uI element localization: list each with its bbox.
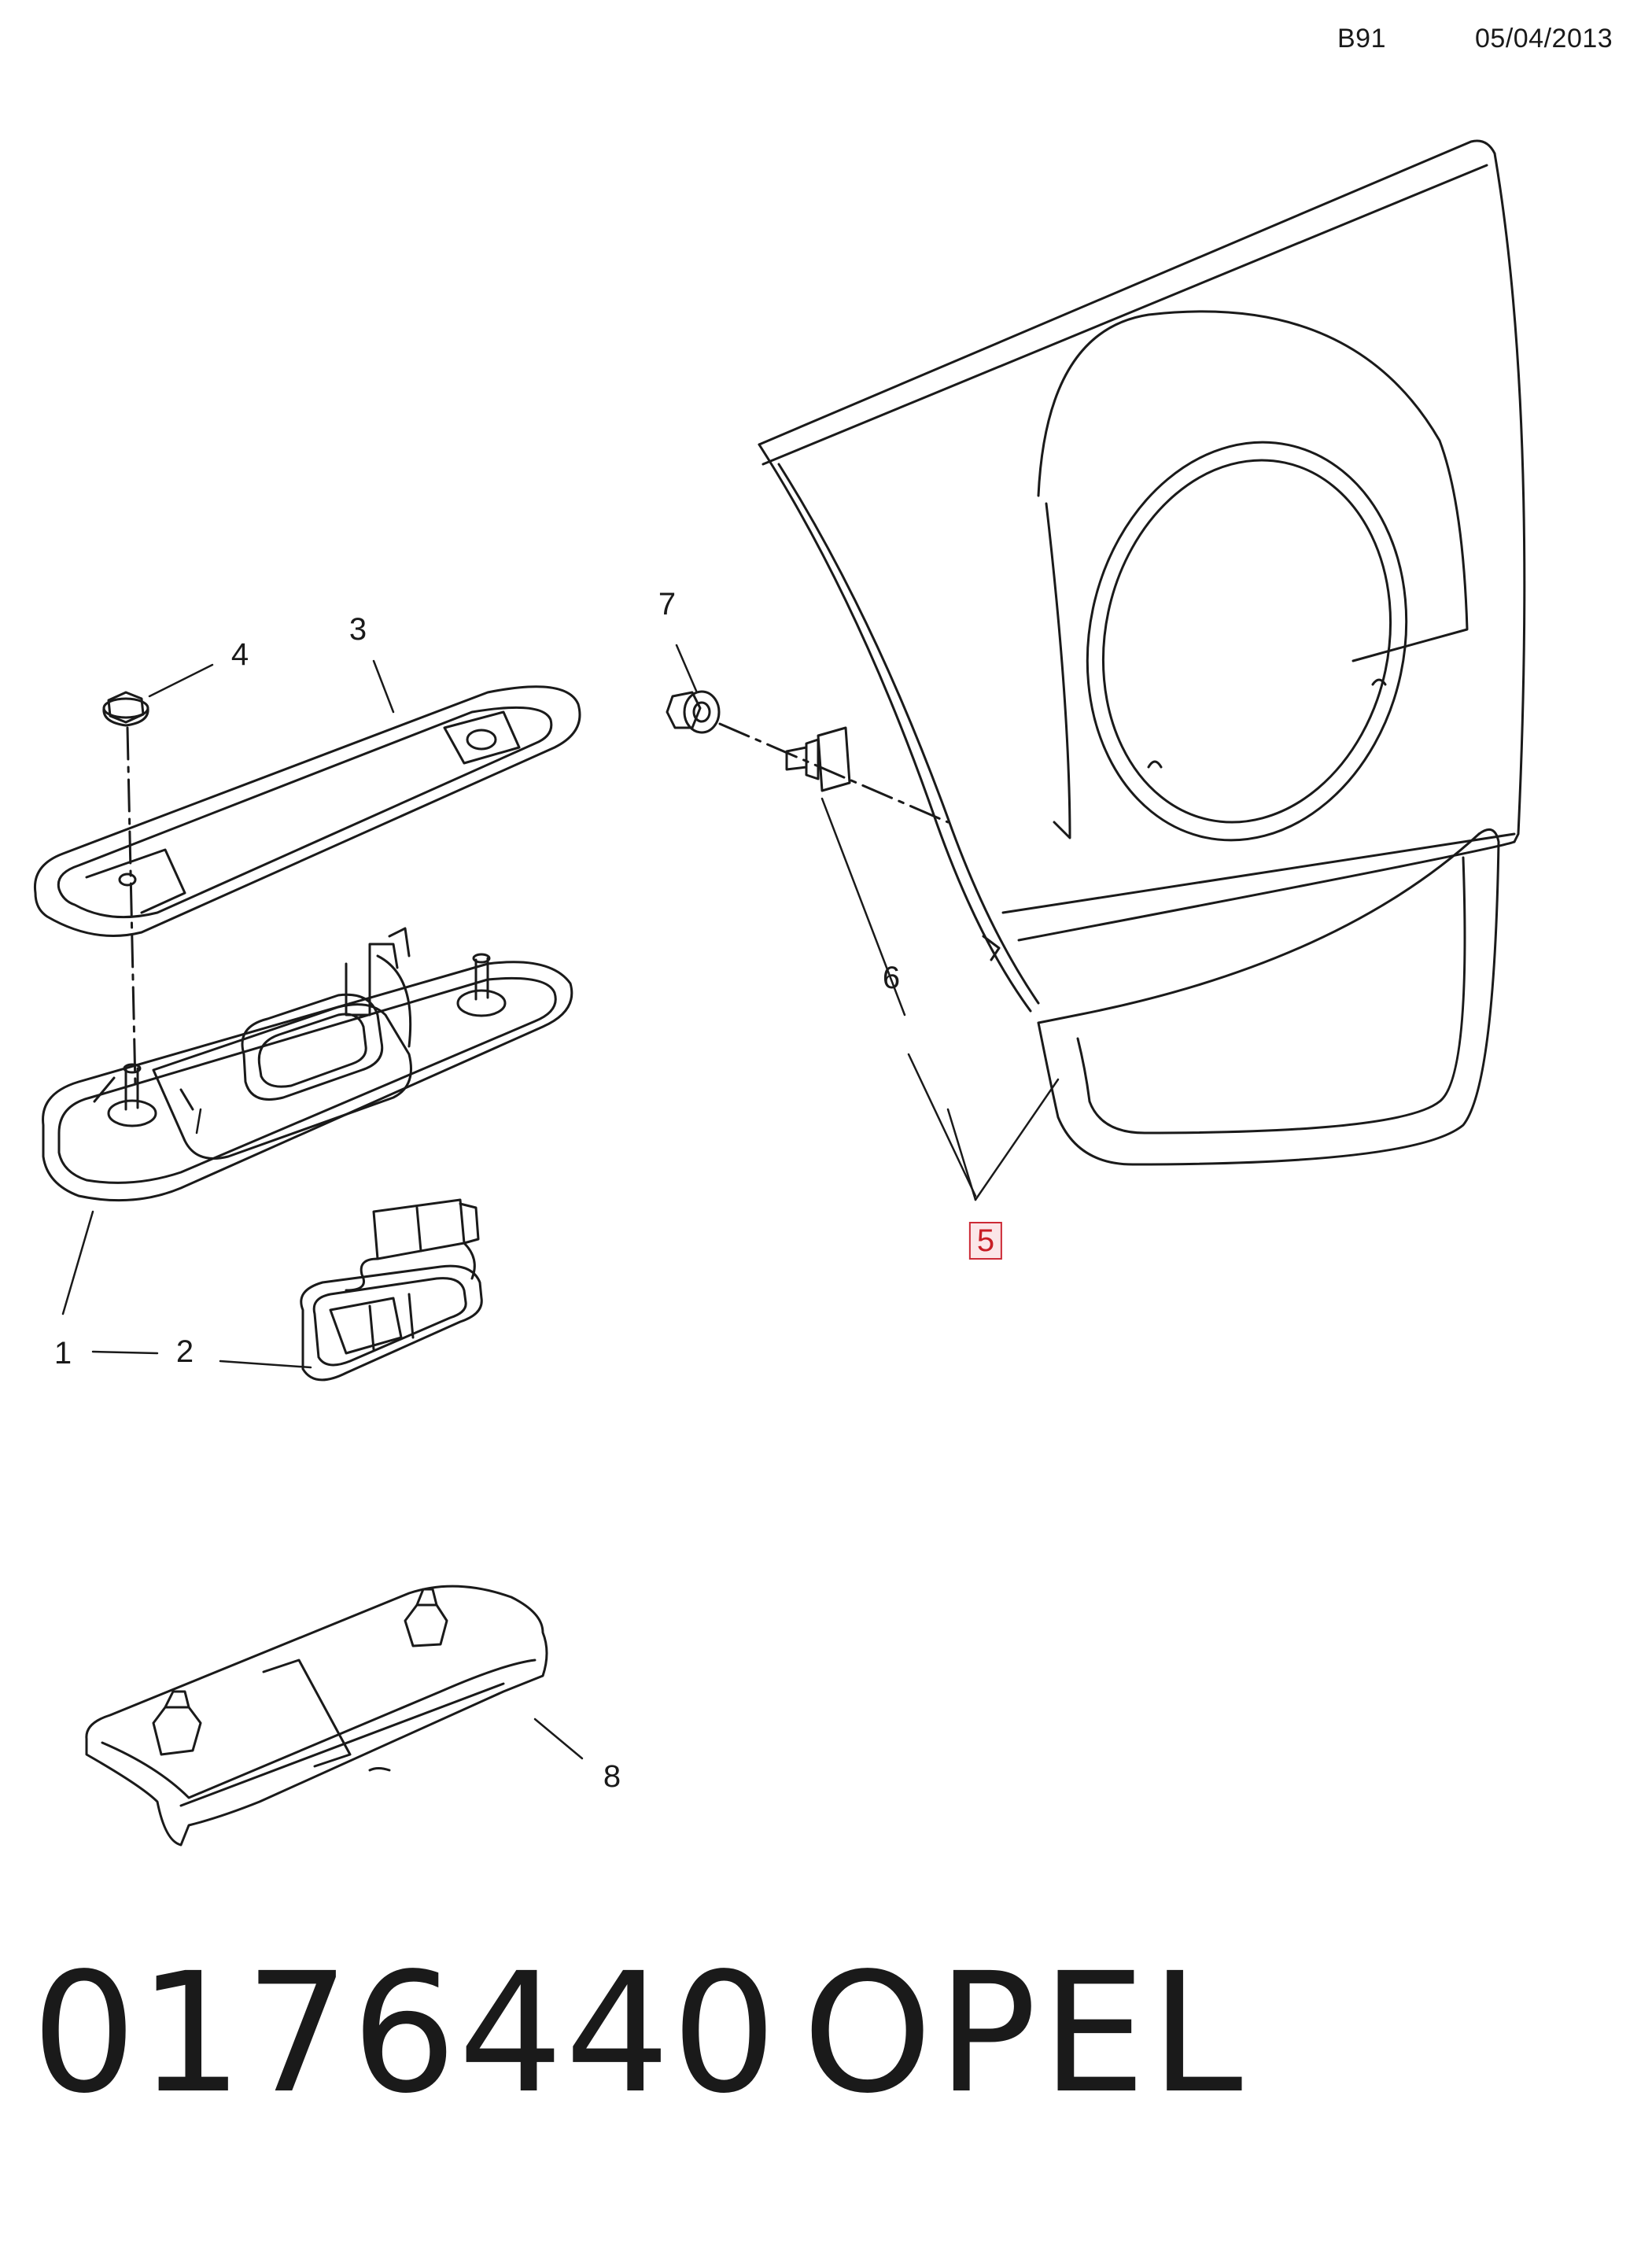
tailgate-panel: [758, 139, 1526, 1166]
part-number: 0176440: [31, 1937, 779, 2130]
leader-4: [148, 663, 214, 698]
callout-7[interactable]: 7: [658, 587, 677, 622]
leader-lines: [61, 644, 1060, 1760]
callout-5-highlighted[interactable]: 5: [968, 1222, 1003, 1260]
nut-4: [102, 691, 149, 727]
leader-8: [533, 1718, 584, 1760]
brand-name: OPEL: [802, 1937, 1248, 2130]
leader-2: [219, 1360, 312, 1369]
callout-1[interactable]: 1: [53, 1336, 72, 1371]
callout-8[interactable]: 8: [603, 1759, 621, 1794]
leader-5a: [974, 1078, 1060, 1201]
lamp-housing-1: [42, 927, 573, 1202]
leader-6b: [907, 1053, 977, 1197]
callout-3[interactable]: 3: [348, 612, 367, 647]
leader-1-2: [91, 1350, 159, 1355]
leader-6: [820, 797, 906, 1016]
callout-2[interactable]: 2: [175, 1334, 194, 1369]
assembly-line-7-6: [718, 722, 950, 824]
leader-3: [372, 659, 395, 714]
callout-6[interactable]: 6: [882, 961, 901, 995]
diagram-code: B91: [1337, 24, 1386, 54]
leader-1: [61, 1210, 94, 1315]
clip-6: [785, 726, 851, 792]
callout-4[interactable]: 4: [230, 637, 249, 672]
assembly-line-4-1: [126, 726, 137, 1087]
lamp-frame-3: [33, 685, 581, 937]
diagram-date: 05/04/2013: [1475, 24, 1613, 54]
trim-plate-8: [85, 1585, 548, 1847]
leader-7: [675, 644, 698, 692]
bulb-holder-2: [300, 1198, 483, 1382]
nut-7: [666, 690, 721, 734]
